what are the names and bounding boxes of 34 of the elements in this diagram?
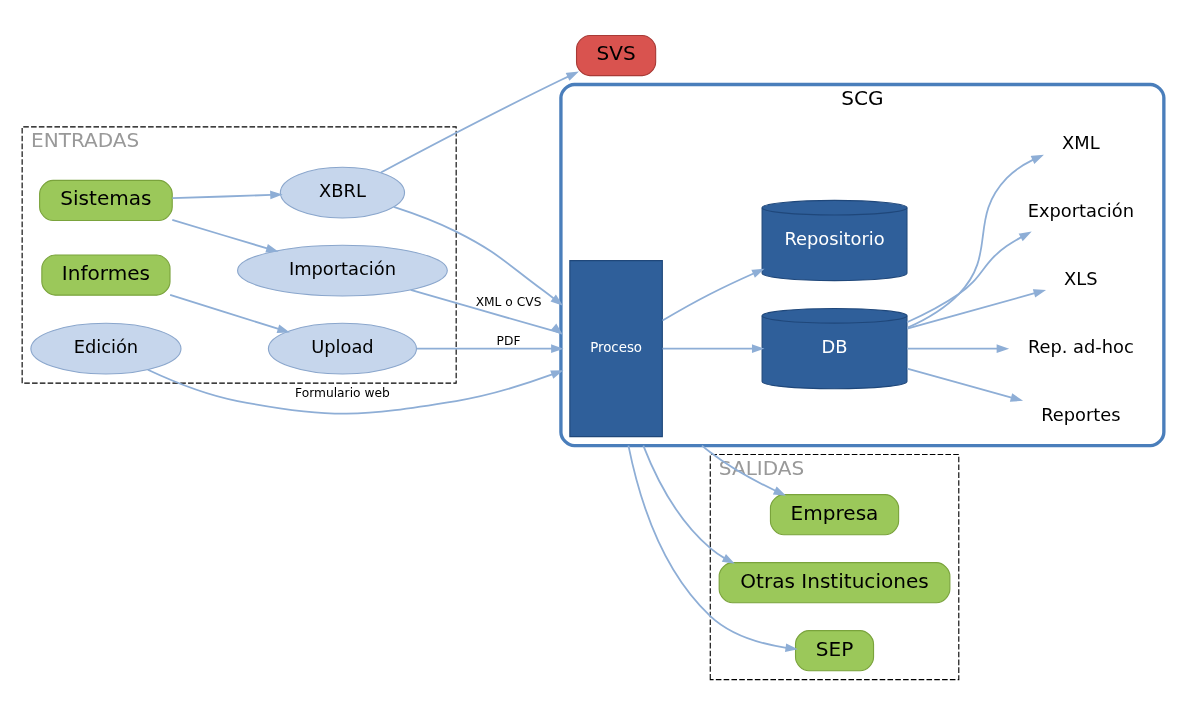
node-box: Sistemas [39,179,173,221]
arrow [906,367,1024,402]
arrow [392,206,564,306]
node-box: SEP [794,630,875,672]
node-text: Rep. ad-hoc [1027,335,1134,357]
node-text: XLS [1064,267,1098,289]
arrow [661,268,765,322]
node-ellipse: Edición [30,322,182,375]
arrow [171,190,283,200]
arrow [169,294,290,333]
node-ellipse: XBRL [279,166,406,219]
edge-label: PDF [496,334,521,349]
arrow [661,344,765,353]
arrow [906,231,1032,324]
node-box: SVS [575,34,657,77]
node-text: XML [1062,131,1100,153]
edge-label: Formulario web [295,386,390,401]
edge-label: XML o CVS [475,295,542,310]
arrow [171,219,279,253]
arrow [380,71,579,174]
arrow [642,444,735,564]
arrow [906,154,1044,329]
arrow [906,344,1010,353]
node-text: Exportación [1027,199,1134,221]
arrow [409,289,563,336]
node-box: Informes [41,254,171,296]
node-text: Reportes [1041,403,1121,425]
arrow [627,444,798,653]
arrow [146,368,564,415]
arrow [906,289,1047,330]
node-box: Empresa [769,494,900,536]
node-box: Otras Instituciones [718,562,951,604]
node-box: Proceso [569,260,663,438]
arrow [415,344,564,353]
